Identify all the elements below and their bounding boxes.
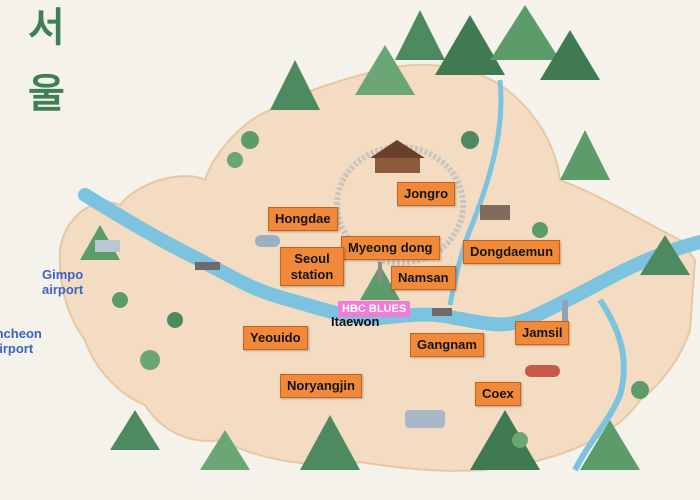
seoul-arts-center — [405, 410, 445, 428]
label-coex[interactable]: Coex — [475, 382, 521, 406]
mountain-south-2 — [470, 410, 540, 470]
mountain-east-1 — [560, 130, 610, 180]
map-title-line2: 울 — [28, 70, 65, 117]
incheon-airport-label: Incheon airport — [0, 326, 42, 357]
mountain-north-6 — [540, 30, 600, 80]
label-hongdae[interactable]: Hongdae — [268, 207, 338, 231]
mountain-southwest-1 — [110, 410, 160, 450]
label-dongdaemun[interactable]: Dongdaemun — [463, 240, 561, 264]
mountain-north-2 — [435, 15, 505, 75]
incheon-airport-line1: Incheon — [0, 326, 42, 341]
mountain-center-1 — [360, 265, 400, 300]
seoul-station-line2: station — [290, 266, 334, 282]
label-yeouido[interactable]: Yeouido — [243, 326, 308, 350]
mountain-north-1 — [395, 10, 445, 60]
label-itaewon: Itaewon — [331, 314, 380, 329]
mountain-north-5 — [270, 60, 320, 110]
gate-building — [480, 205, 510, 220]
mountain-north-3 — [490, 5, 560, 60]
label-jongro[interactable]: Jongro — [397, 182, 456, 206]
label-noryangjin[interactable]: Noryangjin — [280, 374, 362, 398]
label-jamsil[interactable]: Jamsil — [515, 321, 570, 345]
mountain-south-1 — [300, 415, 360, 470]
gimpo-airport-building — [95, 240, 120, 252]
gimpo-airport-label: Gimpo airport — [42, 267, 84, 298]
label-myeongdong[interactable]: Myeong dong — [341, 236, 440, 260]
mountain-south-3 — [580, 420, 640, 470]
mountain-south-4 — [200, 430, 250, 470]
lotte-tower — [562, 300, 568, 330]
jungnang-stream — [572, 298, 627, 472]
bridge-2 — [432, 308, 452, 316]
mountain-north-4 — [355, 45, 415, 95]
olympic-stadium — [525, 365, 560, 377]
city-wall — [334, 144, 466, 266]
seoul-land — [58, 64, 697, 472]
seoul-station-line1: Seoul — [294, 251, 330, 266]
dome-stadium — [255, 235, 280, 247]
label-gangnam[interactable]: Gangnam — [410, 333, 484, 357]
gimpo-airport-line1: Gimpo — [42, 267, 84, 282]
cheonggye-stream — [447, 79, 504, 306]
label-seoul-station[interactable]: Seoul station — [280, 247, 344, 287]
map-title-line1: 서 — [28, 4, 65, 51]
label-namsan[interactable]: Namsan — [391, 266, 456, 290]
bridge-1 — [195, 262, 220, 270]
namsan-tower — [378, 262, 382, 282]
hbc-blues-highlight[interactable]: HBC BLUES — [338, 301, 411, 317]
gimpo-airport-line2: airport — [42, 281, 84, 297]
incheon-airport-line2: airport — [0, 340, 34, 356]
mountain-east-2 — [640, 235, 690, 275]
palace-building — [375, 155, 420, 173]
